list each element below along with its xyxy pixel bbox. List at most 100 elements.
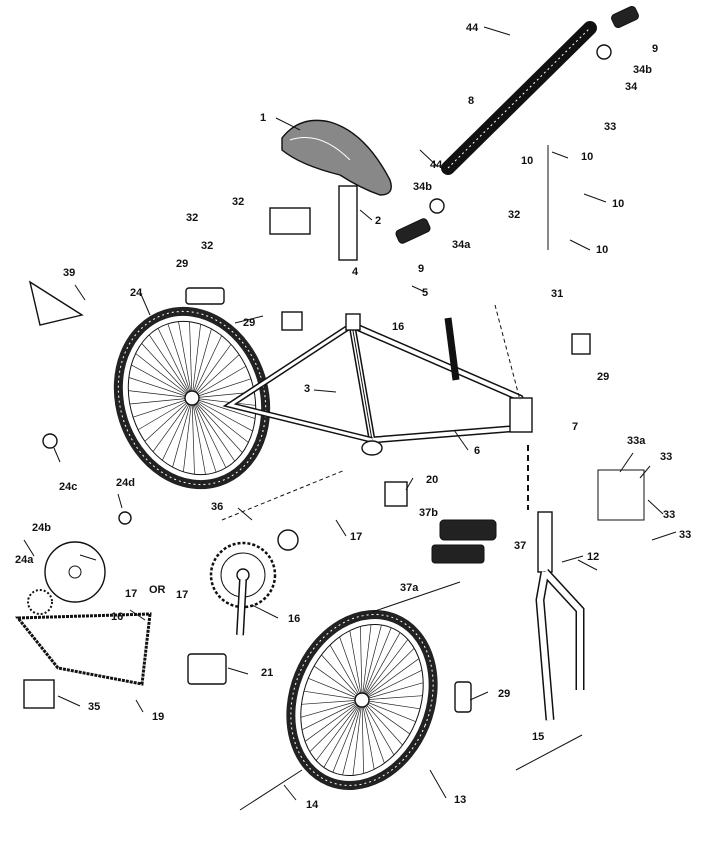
callout-number: 16 — [392, 321, 404, 333]
wheel-spoke — [361, 682, 424, 701]
callout-number: 10 — [612, 198, 624, 210]
leader-line — [313, 389, 337, 393]
callout-number: 35 — [88, 701, 100, 713]
wheel-spoke — [361, 699, 375, 770]
callout-number: 24a — [15, 554, 34, 566]
leader-line — [129, 609, 146, 621]
callout-number: 33 — [663, 509, 675, 521]
callout-number: 4 — [352, 266, 359, 278]
wheel-spoke — [303, 690, 363, 701]
callout-number: 32 — [508, 209, 520, 221]
frame — [222, 313, 533, 456]
wheel-spoke — [178, 321, 193, 399]
wheel-spoke — [144, 397, 193, 442]
leader-line — [53, 447, 61, 463]
wheel-spoke — [360, 626, 363, 701]
wheel-spoke — [191, 397, 253, 432]
callout-number: 15 — [532, 731, 544, 743]
fork — [535, 511, 585, 721]
callout-number: 10 — [581, 151, 593, 163]
wheel-spoke — [191, 365, 247, 399]
wheel-spoke — [148, 334, 193, 399]
wheel-spoke — [191, 397, 227, 468]
callout-number: 19 — [152, 711, 164, 723]
leader-line — [275, 117, 301, 131]
wheel-spoke — [128, 390, 193, 399]
leader-line — [283, 784, 297, 801]
callout-number: 34b — [633, 64, 652, 76]
wheel-spoke — [321, 654, 363, 701]
wheel-spoke — [141, 343, 193, 399]
wheel-spoke — [361, 699, 416, 723]
wheel-spoke — [183, 397, 193, 472]
callout-number: 32 — [232, 196, 244, 208]
wheel-spoke — [191, 397, 249, 443]
leader-line — [619, 452, 634, 473]
wheel-spoke — [352, 699, 363, 776]
callout-number: 17 — [176, 589, 188, 601]
leader-line — [237, 507, 253, 521]
wheel-spoke — [135, 353, 193, 399]
callout-number: 5 — [422, 287, 428, 299]
leader-line — [551, 151, 569, 159]
wheel-spoke — [361, 632, 401, 701]
wheel-spoke — [309, 699, 363, 753]
wheel-spoke — [332, 699, 363, 773]
leader-line — [577, 559, 598, 571]
wheel-spoke — [191, 397, 256, 406]
leader-line — [117, 493, 123, 509]
wheel-spoke — [323, 699, 363, 768]
callout-number: 9 — [418, 263, 424, 275]
callout-number: 10 — [521, 155, 533, 167]
callout-number: 2 — [375, 215, 381, 227]
callout-number: 16 — [288, 613, 300, 625]
wheel-spoke — [361, 699, 364, 774]
crankset — [187, 541, 277, 685]
leader-line — [583, 193, 607, 203]
wheel-spoke — [361, 695, 423, 701]
callout-number: 33 — [604, 121, 616, 133]
callout-number: 29 — [498, 688, 510, 700]
leader-line — [469, 691, 489, 701]
callout-number: 21 — [261, 667, 273, 679]
callout-number: 24c — [59, 481, 77, 493]
callout-number: 14 — [306, 799, 319, 811]
wheel-spoke — [361, 627, 392, 701]
wheel-spoke — [300, 699, 363, 718]
callout-number: 13 — [454, 794, 466, 806]
wheel-spoke — [167, 323, 193, 399]
wheel-spoke — [361, 639, 409, 701]
wheel-spoke — [349, 630, 363, 701]
callout-number: 33 — [679, 529, 691, 541]
leader-line — [429, 769, 447, 799]
callout-number: 33 — [660, 451, 672, 463]
wheel-spoke — [189, 321, 193, 399]
callout-number: 9 — [652, 43, 658, 55]
leader-line — [251, 604, 279, 619]
leader-line — [569, 239, 591, 251]
leader-line — [419, 149, 439, 168]
callout-number: 29 — [597, 371, 609, 383]
wheel-spoke — [361, 624, 382, 701]
seat — [281, 119, 392, 261]
wheel-spoke — [342, 699, 363, 776]
leader-line — [405, 477, 414, 491]
wheel-spoke — [152, 397, 193, 452]
callout-number: 34 — [625, 81, 638, 93]
callout-number: 16 — [111, 611, 123, 623]
leader-line — [651, 531, 677, 541]
leader-line — [227, 667, 249, 675]
callout-number: 10 — [596, 244, 608, 256]
wheel-spoke — [361, 699, 385, 764]
callout-number: 17 — [125, 588, 137, 600]
leader-line — [411, 285, 426, 293]
wheel-spoke — [304, 699, 363, 742]
wheel-spoke — [361, 658, 420, 701]
callout-number: 8 — [468, 95, 474, 107]
callout-number: 36 — [211, 501, 223, 513]
leader-line — [23, 539, 35, 557]
wheel-spoke — [339, 636, 363, 701]
callout-number: 24 — [130, 287, 143, 299]
callout-number: 17 — [350, 531, 362, 543]
